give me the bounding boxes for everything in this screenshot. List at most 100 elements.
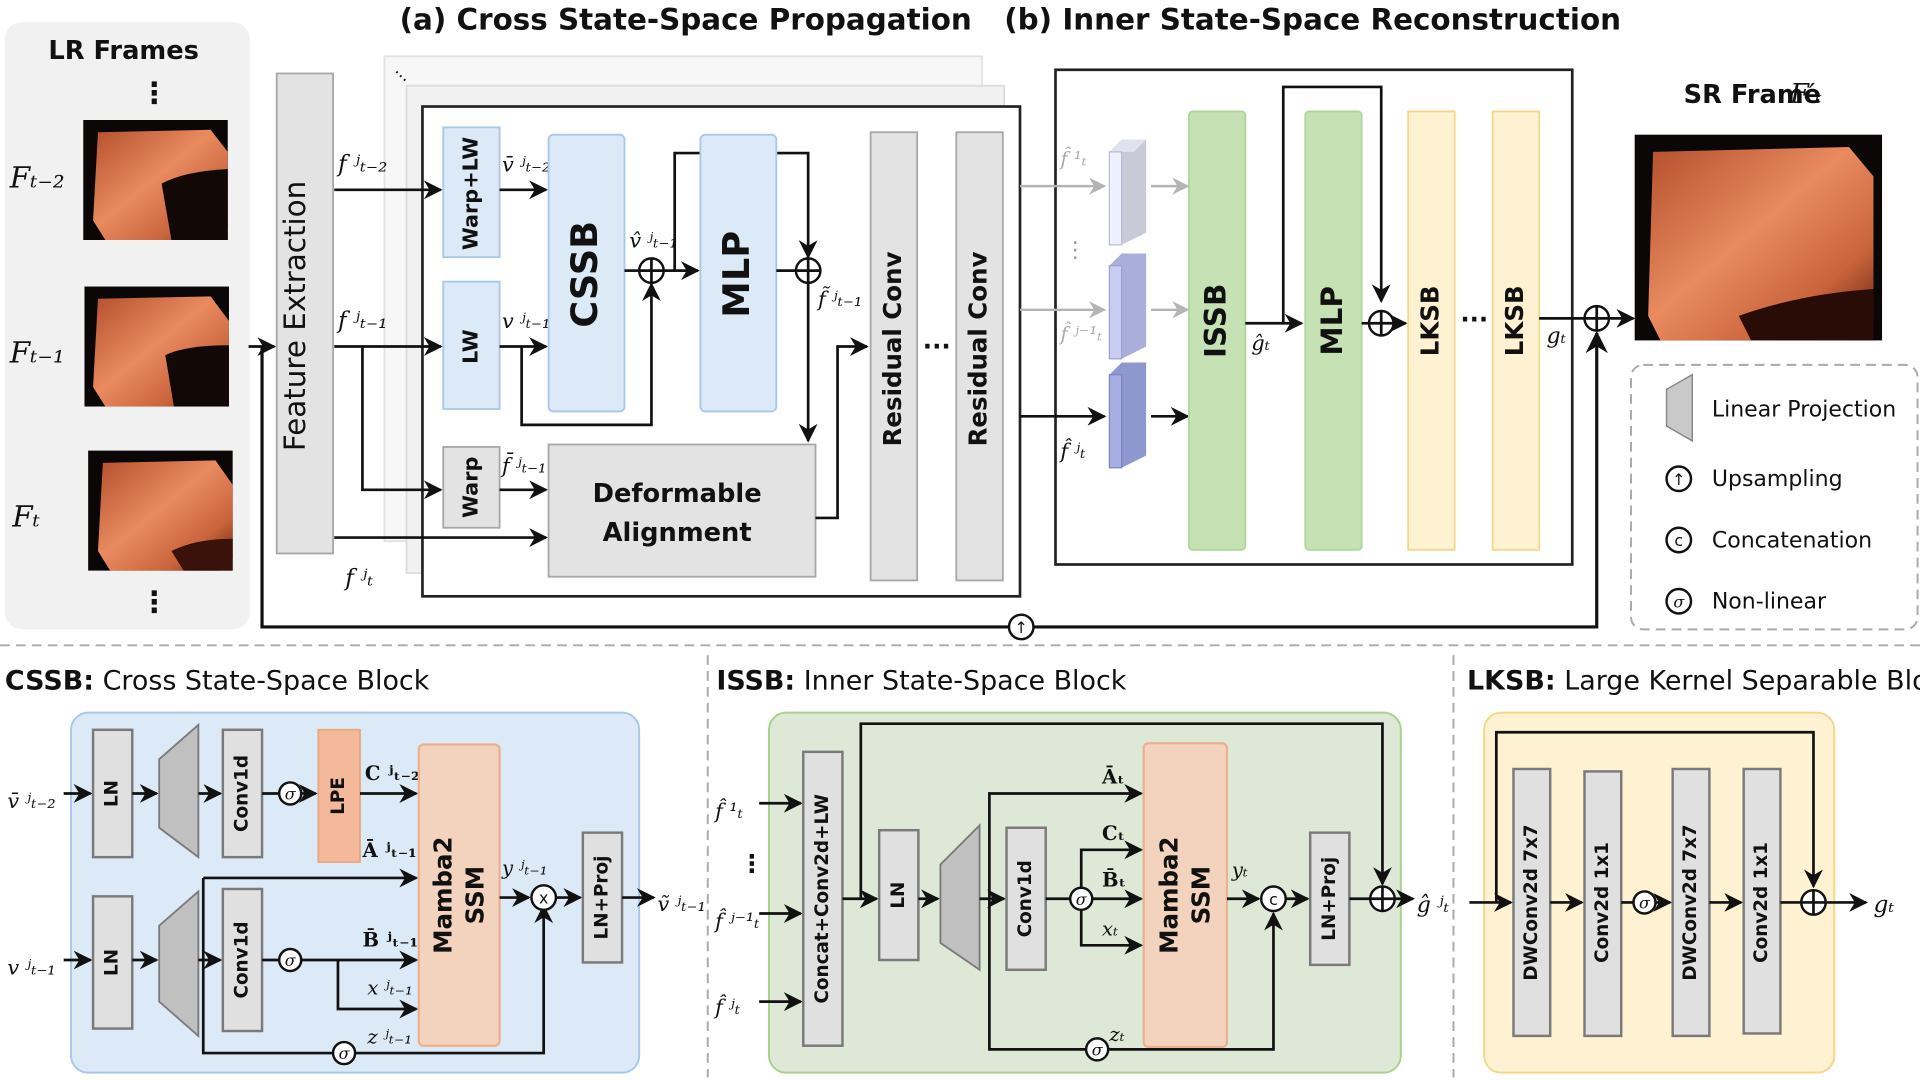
svg-text:Concatenation: Concatenation [1712,528,1872,553]
sigma-icon [1665,587,1693,615]
feature-extraction-label: Feature Extraction [278,181,312,451]
trapezoid-icon [1665,373,1693,443]
svg-text:x: x [539,889,548,908]
symbol-in-top: v̄ ʲₜ₋₂ [7,789,55,813]
symbol-x: xₜ [1102,918,1118,941]
symbol-f-t: f ʲₜ [343,564,373,591]
svg-text:Alignment: Alignment [603,518,752,548]
svg-text:Non-linear: Non-linear [1712,590,1827,615]
conv2d-1x1-block-1 [1583,770,1623,1038]
add-operator [794,257,822,285]
symbol-in-j1: f̂ ʲ⁻¹ₜ [713,909,759,934]
svg-text:Mamba2: Mamba2 [428,836,457,953]
symbol-f-hat-j: f̂ ʲₜ [1058,438,1085,463]
svg-text:Upsampling: Upsampling [1712,467,1843,492]
mlp-module-reconstruction[interactable]: MLP [1304,110,1363,551]
cssb-detail: CSSB: Cross State-Space Block v̄ ʲₜ₋₂ LN… [5,665,706,1074]
mamba2-ssm-block [417,743,501,1047]
conv1d-block [1005,826,1047,972]
symbol-f-tilde-t1: f̃ ʲₜ₋₁ [816,287,862,312]
symbol-C: Cₜ [1102,822,1125,845]
symbol-f-hat-j1: f̂ ʲ⁻¹ₜ [1058,321,1102,345]
ln-block [91,895,134,1030]
add-operator-final [1583,304,1611,332]
sigma-operator [331,1040,357,1066]
lksb-module-1[interactable]: LKSB [1407,110,1456,551]
linear-projection-icon [158,889,200,1038]
vdots-top: ⋮ [140,76,169,110]
symbol-in-1: f̂ ¹ₜ [713,798,743,823]
svg-text:MLP: MLP [715,231,758,318]
svg-text:Residual Conv: Residual Conv [964,251,993,446]
symbol-y: yₜ [1231,859,1248,882]
svg-text:LN: LN [102,780,123,807]
symbol-C: C ʲₜ₋₂ [365,762,420,785]
warp-block: Warp [442,446,501,529]
symbol-out: gₜ [1873,891,1894,918]
concat-icon [1665,526,1693,554]
symbol-in-bottom: v ʲₜ₋₁ [7,956,55,980]
dwconv2d-7x7-block-2 [1671,767,1711,1038]
svg-text:LKSB: LKSB [1415,285,1444,356]
add-operator [1367,309,1395,337]
lr-frames-panel: LR Frames ⋮ Fₜ₋₂ Fₜ₋₁ Fₜ ⋮ [4,22,250,630]
feature-slab-j [1108,362,1147,469]
section-a-title: (a) Cross State-Space Propagation [400,2,972,36]
svg-text:σ: σ [1673,592,1685,611]
legend-item-non-linear: σ Non-linear [1665,587,1827,615]
lksb-module-2[interactable]: LKSB [1491,110,1541,551]
cssb-module[interactable]: CSSB [547,133,626,413]
ellipsis: ··· [923,332,951,361]
svg-text:Mamba2: Mamba2 [1155,836,1184,953]
svg-text:DWConv2d 7x7: DWConv2d 7x7 [1680,824,1701,980]
concat-conv2d-lw-block [802,750,844,1047]
svg-text:Deformable: Deformable [593,479,762,509]
frame-label: Fₜ₋₂ [9,160,65,194]
svg-text:↑: ↑ [1015,618,1028,637]
sr-frame-symbol: F′ₜ [1789,79,1822,110]
svg-text:↑: ↑ [1672,470,1685,489]
conv1d-block [221,728,264,859]
svg-text:σ: σ [1639,894,1651,913]
section-b-title: (b) Inner State-Space Reconstruction [1004,2,1621,36]
svg-text:Conv1d: Conv1d [1015,860,1036,937]
svg-text:LPE: LPE [328,777,349,815]
svg-text:SSM: SSM [1186,866,1215,925]
symbol-g-hat: ĝₜ [1251,331,1269,355]
deformable-alignment-block[interactable]: Deformable Alignment [547,443,817,578]
svg-text:Residual Conv: Residual Conv [878,251,907,446]
conv2d-1x1-block-2 [1742,767,1782,1035]
svg-text:c: c [1674,531,1683,550]
legend: Linear Projection ↑ Upsampling c Concate… [1630,363,1919,631]
vdots: ⋮ [740,849,764,878]
mlp-module-propagation[interactable]: MLP [699,133,778,413]
svg-text:c: c [1269,890,1278,909]
symbol-f-bar-t1: f̄ ʲₜ₋₁ [500,452,546,478]
symbol-in-j: f̂ ʲₜ [713,994,740,1019]
ln-proj-block [1308,831,1351,967]
svg-text:LW: LW [458,329,482,364]
sr-frame-output: SR Frame F′ₜ [1634,79,1883,341]
residual-conv-block-2: Residual Conv [955,131,1004,582]
symbol-out: ṽ ʲₜ₋₁ [658,892,706,916]
svg-text:σ: σ [339,1044,351,1063]
svg-text:Conv2d 1x1: Conv2d 1x1 [1751,842,1772,963]
symbol-v-bar-t2: v̄ ʲₜ₋₂ [502,152,550,176]
svg-text:Conv1d: Conv1d [231,921,252,998]
symbol-f-t2: f ʲₜ₋₂ [336,150,387,177]
svg-text:σ: σ [285,951,297,970]
svg-text:σ: σ [285,785,297,804]
symbol-f-hat-1: f̂ ¹ₜ [1058,146,1086,170]
symbol-y: y ʲₜ₋₁ [501,856,547,879]
svg-text:ISSB: ISSB [1199,284,1233,358]
symbol-A: Ā ʲₜ₋₁ [361,838,416,862]
symbol-v-hat-t1: v̂ ʲₜ₋₁ [629,228,677,252]
legend-item-concatenation: c Concatenation [1665,526,1872,554]
issb-module[interactable]: ISSB [1188,110,1247,551]
svg-text:LKSB: LKSB [1500,285,1529,356]
symbol-out: ĝ ʲₜ [1417,893,1450,918]
add-operator [637,257,665,285]
symbol-B: B̄ ʲₜ₋₁ [362,927,418,952]
symbol-f-t1: f ʲₜ₋₁ [336,307,387,334]
linear-projection-icon [939,823,981,972]
